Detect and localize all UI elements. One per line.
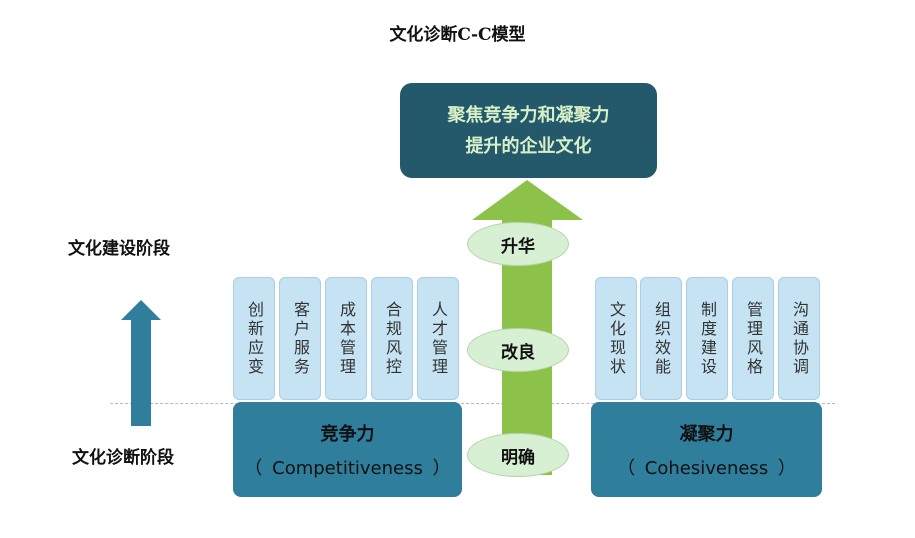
competitiveness-cn: 竞争力 <box>320 423 375 445</box>
cohesiveness-cn: 凝聚力 <box>679 423 734 445</box>
competitiveness-en: （ Competitiveness ） <box>244 457 451 479</box>
cohesiveness-item: 制度建设 <box>686 277 728 400</box>
diagram-title: 文化诊断C-C模型 <box>389 25 526 45</box>
step-ellipse-improve: 改良 <box>467 328 569 372</box>
cohesiveness-item: 沟通协调 <box>778 277 820 400</box>
competitiveness-box: 竞争力 （ Competitiveness ） <box>233 402 462 497</box>
competitiveness-item: 人才管理 <box>417 277 459 400</box>
stage-label-diagnose: 文化诊断阶段 <box>72 448 174 468</box>
competitiveness-item: 合规风控 <box>371 277 413 400</box>
goal-line-2: 提升的企业文化 <box>465 135 592 157</box>
competitiveness-item: 创新应变 <box>233 277 275 400</box>
cohesiveness-item: 文化现状 <box>595 277 637 400</box>
blue-up-arrow <box>121 300 161 426</box>
cohesiveness-item: 组织效能 <box>640 277 682 400</box>
stage-divider-line <box>110 403 835 404</box>
competitiveness-item: 客户服务 <box>279 277 321 400</box>
competitiveness-item: 成本管理 <box>325 277 367 400</box>
goal-line-1: 聚焦竞争力和凝聚力 <box>447 104 610 126</box>
goal-box: 聚焦竞争力和凝聚力 提升的企业文化 <box>400 83 657 178</box>
step-ellipse-sublimate: 升华 <box>467 222 569 266</box>
cohesiveness-box: 凝聚力 （ Cohesiveness ） <box>591 402 822 497</box>
stage-label-build: 文化建设阶段 <box>68 239 170 259</box>
step-ellipse-clarify: 明确 <box>467 433 569 477</box>
cohesiveness-en: （ Cohesiveness ） <box>617 457 796 479</box>
cohesiveness-item: 管理风格 <box>732 277 774 400</box>
